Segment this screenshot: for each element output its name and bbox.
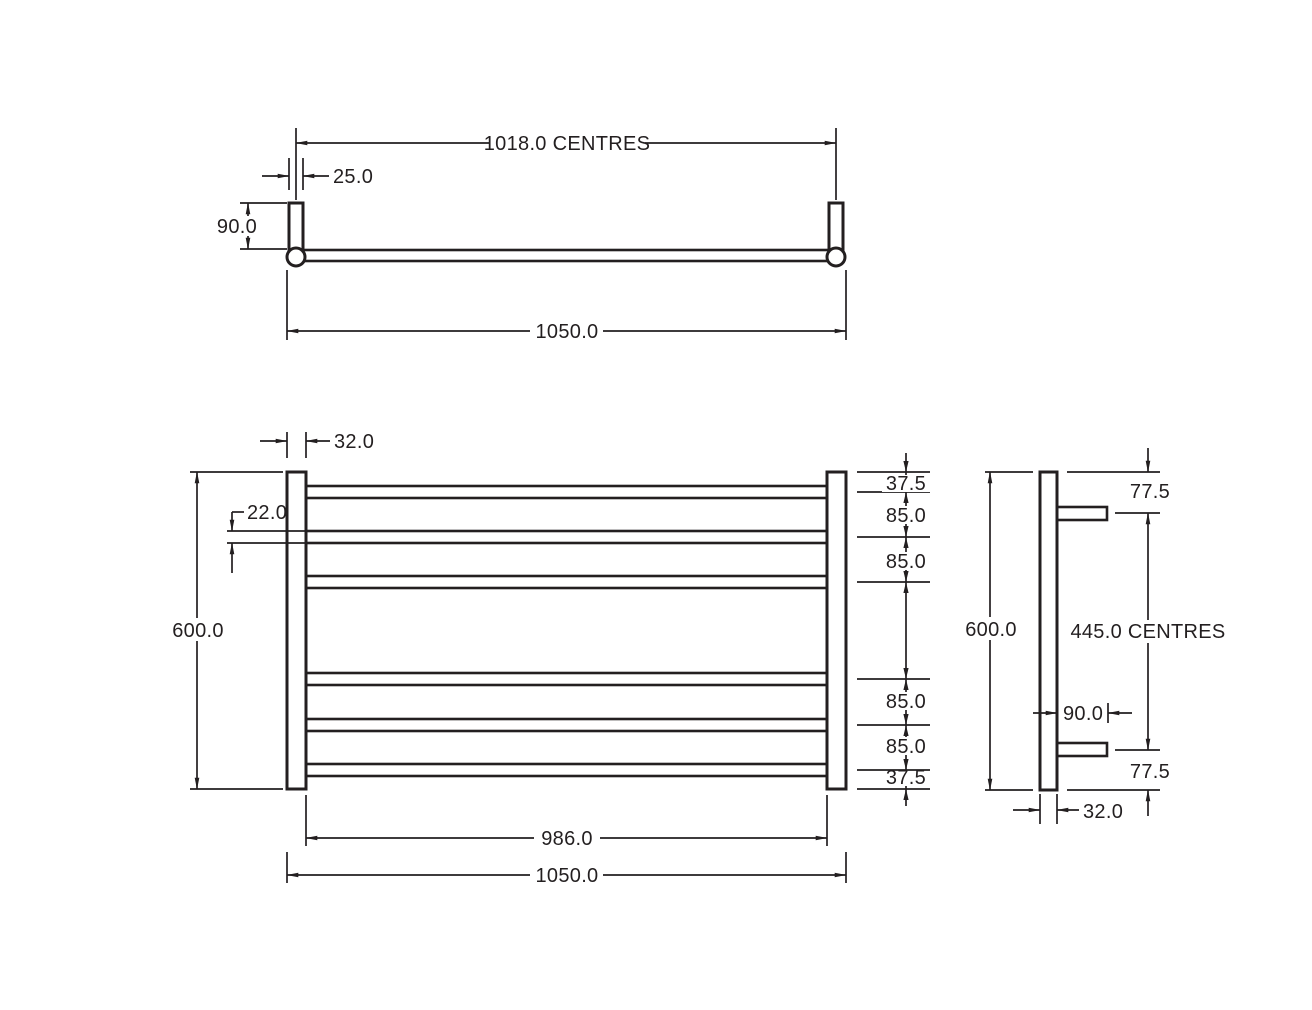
dim-front-rail-length: 986.0 (305, 795, 828, 850)
arrowhead (903, 537, 909, 548)
dim-front-overall: 1050.0 (286, 852, 847, 887)
dim-label-spacing-6: 37.5 (886, 767, 926, 789)
right-post (825, 470, 848, 791)
dim-label-front-overall: 1050.0 (536, 865, 599, 887)
dim-front-bar-diameter: 22.0 (227, 502, 310, 573)
dim-front-height: 600.0 (171, 471, 283, 790)
rung-3 (304, 574, 829, 590)
rung-5 (304, 717, 829, 733)
right-post-section (825, 246, 847, 268)
label-mask (489, 132, 645, 154)
dim-front-rung-spacing: 37.5 85.0 85.0 85.0 85.0 37.5 (857, 453, 930, 806)
arrowhead (903, 526, 909, 537)
dim-label-rail-length: 986.0 (541, 828, 593, 850)
side-view-object (1038, 470, 1109, 792)
rung-4 (304, 671, 829, 687)
top-view-object (285, 201, 847, 268)
dim-label-post-width: 32.0 (334, 431, 374, 453)
arrowhead (903, 461, 909, 472)
rung-1 (304, 484, 829, 500)
top-rail-bar (294, 248, 838, 263)
dim-label-bar-diameter: 22.0 (247, 502, 287, 524)
dim-top-centres: 1018.0 CENTRES (295, 128, 837, 200)
label-mask (171, 618, 224, 641)
label-mask (882, 552, 930, 570)
dim-top-arm-width: 25.0 (262, 158, 373, 190)
arrowhead (903, 714, 909, 725)
label-mask (882, 506, 930, 524)
dim-top-arm-length: 90.0 (213, 202, 287, 250)
dim-label-arm-width: 25.0 (333, 166, 373, 188)
top-mount-arm (1055, 505, 1109, 522)
arrowhead (903, 679, 909, 690)
dim-side-height: 600.0 (964, 471, 1033, 791)
label-mask (530, 864, 603, 886)
arrowhead (903, 571, 909, 582)
label-mask (534, 827, 600, 849)
dim-label-spacing-5: 85.0 (886, 736, 926, 758)
dim-label-front-height: 600.0 (172, 620, 224, 642)
dim-label-bottom-offset: 77.5 (1130, 761, 1170, 783)
dim-side-arm-length: 90.0 (1033, 703, 1132, 725)
arrowhead (903, 668, 909, 679)
dim-side-depth: 32.0 (1013, 794, 1123, 824)
label-mask (213, 216, 258, 236)
arrowhead (903, 492, 909, 503)
dim-label-spacing-3: 85.0 (886, 551, 926, 573)
left-post-section (285, 246, 307, 268)
bottom-mount-arm (1055, 741, 1109, 758)
front-view: 32.0 22.0 600.0 (171, 431, 930, 887)
arrowhead (903, 759, 909, 770)
label-mask (882, 737, 930, 755)
dim-label-arm-length: 90.0 (217, 216, 257, 238)
dim-label-spacing-1: 37.5 (886, 473, 926, 495)
right-wall-arm (827, 201, 845, 252)
dim-label-top-offset: 77.5 (1130, 481, 1170, 503)
arrowhead (903, 582, 909, 593)
label-mask (1126, 481, 1172, 501)
dim-label-side-arm-length: 90.0 (1063, 703, 1103, 725)
label-mask (882, 475, 930, 492)
label-mask (882, 692, 930, 710)
dim-label-top-centres: 1018.0 CENTRES (484, 133, 651, 155)
side-view: 600.0 77.5 445.0 CENTRES 77.5 90.0 (964, 448, 1225, 824)
arrowhead (903, 789, 909, 800)
rung-6 (304, 762, 829, 778)
left-wall-arm (287, 201, 305, 252)
dim-side-right-stack: 77.5 445.0 CENTRES 77.5 (1067, 448, 1225, 816)
label-mask (1126, 761, 1172, 781)
dim-label-side-height: 600.0 (965, 619, 1017, 641)
dim-label-spacing-2: 85.0 (886, 505, 926, 527)
label-mask (530, 320, 603, 342)
dim-front-post-width: 32.0 (260, 431, 374, 458)
dim-label-top-overall: 1050.0 (536, 321, 599, 343)
label-mask (882, 771, 930, 786)
top-view: 1018.0 CENTRES 25.0 90.0 1050.0 (213, 128, 847, 343)
dim-top-overall: 1050.0 (286, 270, 847, 343)
front-view-object (285, 470, 848, 791)
dim-label-side-centres: 445.0 CENTRES (1070, 621, 1225, 643)
rung-2 (304, 529, 829, 545)
arrowhead (903, 725, 909, 736)
dim-label-spacing-4: 85.0 (886, 691, 926, 713)
label-mask (964, 617, 1017, 640)
left-post (285, 470, 308, 791)
post-profile (1038, 470, 1059, 792)
dim-label-side-depth: 32.0 (1083, 801, 1123, 823)
label-mask (1080, 620, 1216, 643)
